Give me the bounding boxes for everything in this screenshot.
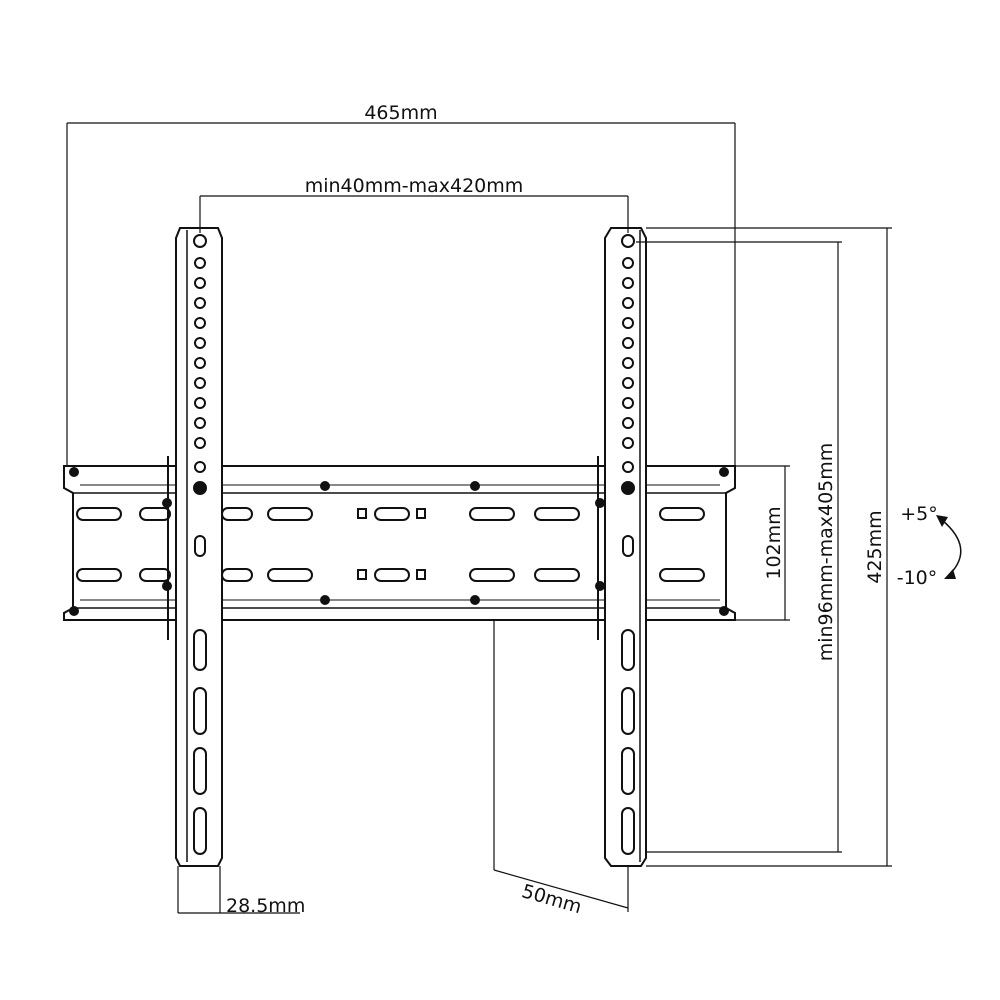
tilt-arrow xyxy=(936,515,962,579)
label-arm-width: 28.5mm xyxy=(226,895,305,917)
tilt-arc-icon xyxy=(941,519,962,575)
label-horizontal-vesa: min40mm-max420mm xyxy=(305,175,524,197)
right-arm-outline xyxy=(604,227,647,867)
dim-depth-line xyxy=(493,869,629,909)
label-tilt-up: +5° xyxy=(900,503,938,525)
right-arm xyxy=(595,227,647,867)
dimension-lines xyxy=(66,122,892,914)
label-tilt-down: -10° xyxy=(897,567,938,589)
label-vertical-vesa: min96mm-max405mm xyxy=(815,443,837,662)
label-overall-height: 425mm xyxy=(864,510,886,583)
left-arm xyxy=(162,227,223,867)
label-overall-width: 465mm xyxy=(364,102,437,124)
left-arm-outline xyxy=(175,227,223,867)
label-rail-height: 102mm xyxy=(763,506,785,579)
